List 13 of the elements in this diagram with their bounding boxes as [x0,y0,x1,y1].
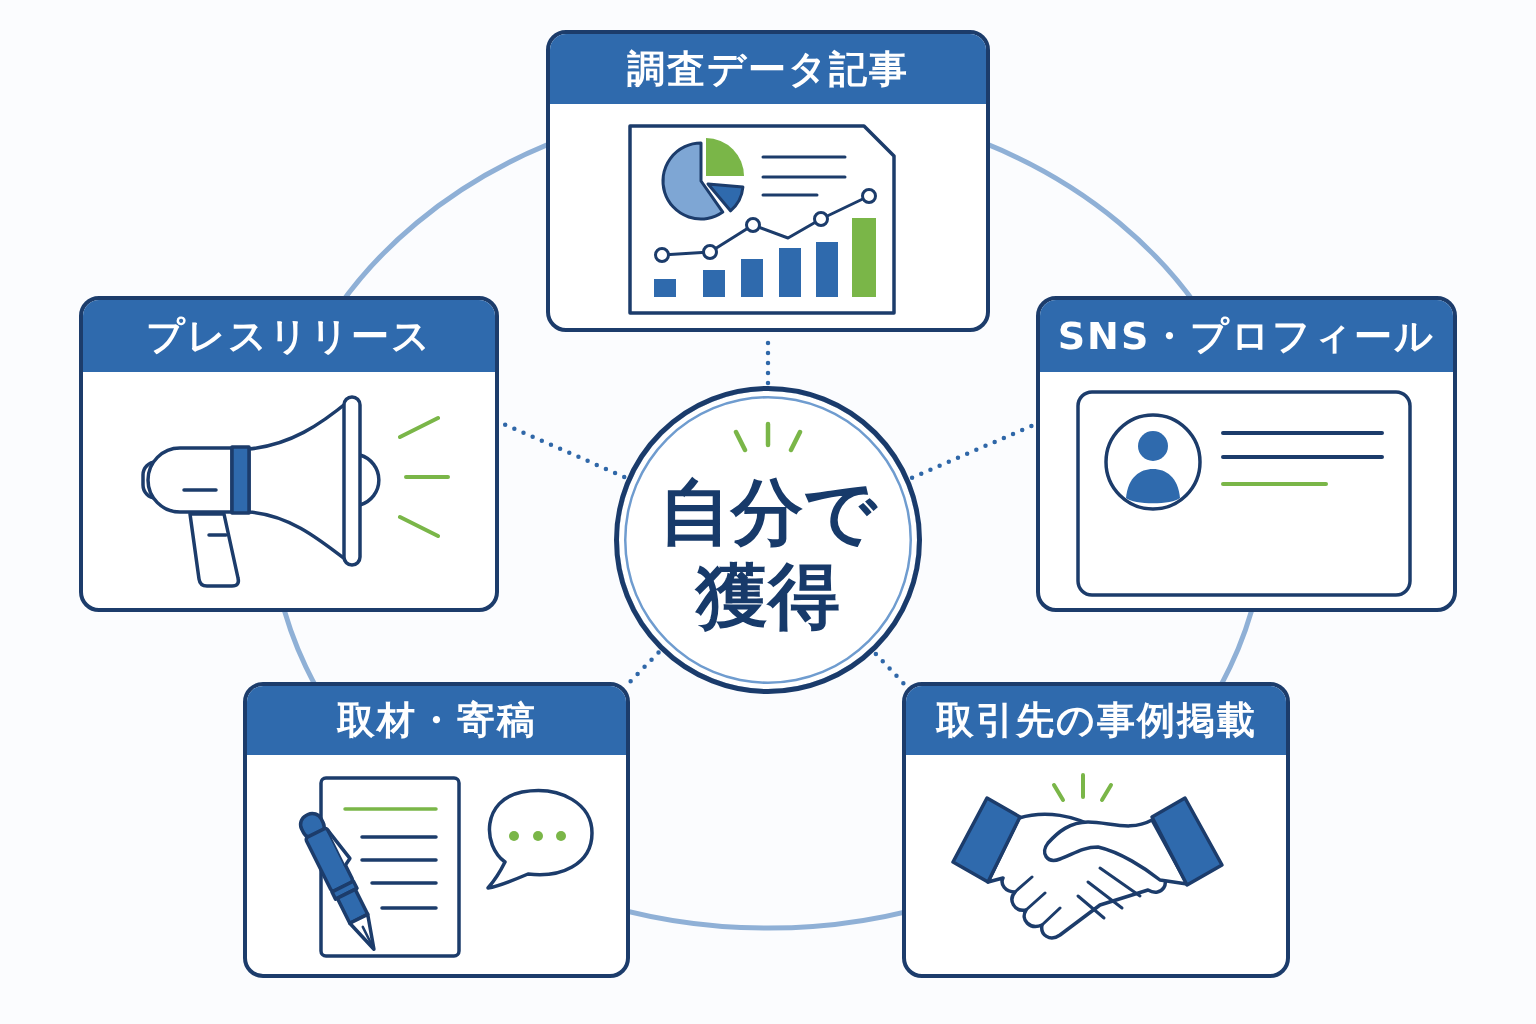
card-panel [902,682,1290,978]
card-header: 取材・寄稿 [247,686,626,755]
center-title: 自分で獲得 [658,470,879,639]
card-header: プレスリリース [83,300,495,372]
card-header: 取引先の事例掲載 [906,686,1286,755]
card-header: SNS・プロフィール [1040,300,1453,372]
card-panel [243,682,630,978]
card-panel [79,296,499,612]
dotted-connector [873,651,908,688]
card-header: 調査データ記事 [550,34,986,104]
card-panel [1036,296,1457,612]
dotted-connector [909,422,1036,480]
card-panel [546,30,990,332]
